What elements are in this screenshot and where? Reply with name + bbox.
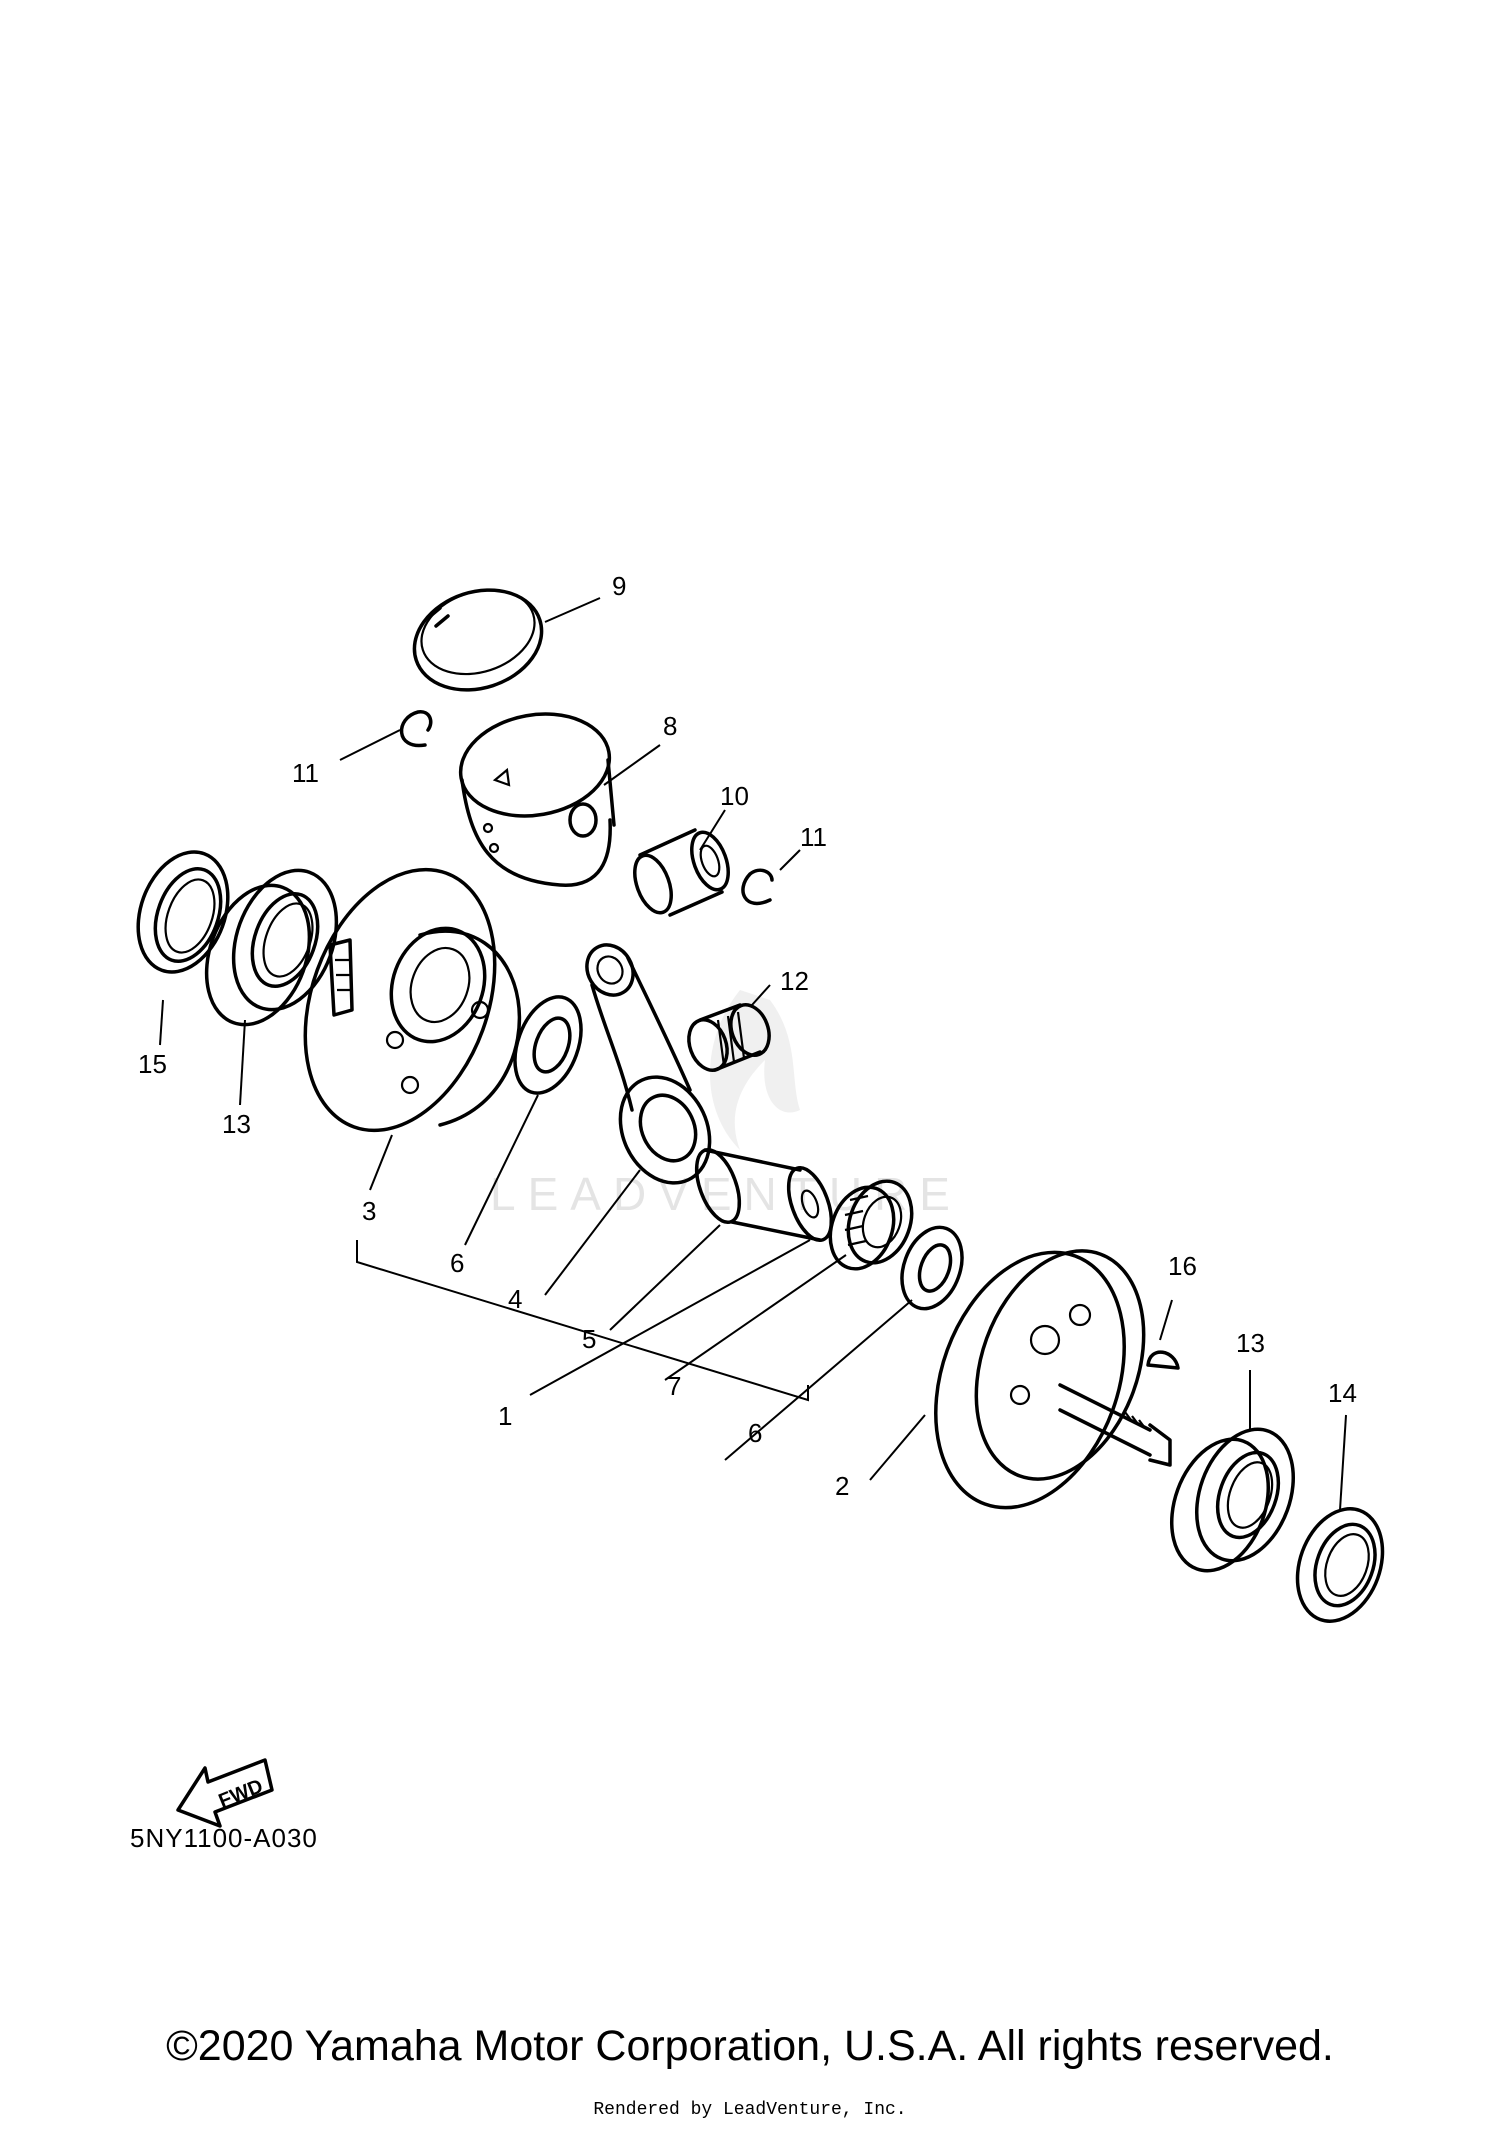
leadventure-watermark: LEADVENTURE [490,990,962,1220]
part-crank-right[interactable] [902,1226,1173,1534]
callout-4: 4 [508,1284,522,1314]
callout-7: 7 [667,1371,681,1401]
part-oil-seal-right[interactable] [1283,1497,1398,1633]
part-piston-pin[interactable] [628,827,736,917]
callout-3: 3 [362,1196,376,1226]
callout-11-lower: 11 [800,822,827,852]
part-circlip-upper[interactable] [399,710,433,748]
fwd-label: FWD [216,1775,266,1812]
part-circlip-lower[interactable] [741,868,774,906]
callout-13-left: 13 [222,1109,251,1139]
callout-11-upper: 11 [292,758,319,788]
part-piston-ring[interactable] [401,574,554,705]
part-crank-pin[interactable] [688,1144,840,1246]
callout-8: 8 [663,711,677,741]
rendered-by-notice: Rendered by LeadVenture, Inc. [593,2100,907,2120]
callout-16: 16 [1168,1251,1197,1281]
part-piston[interactable] [452,703,617,887]
callout-2: 2 [835,1471,849,1501]
callout-10: 10 [720,781,749,811]
diagram-code: 5NY1100-A030 [130,1823,318,1853]
leader-lines [159,597,1347,1511]
copyright-notice: ©2020 Yamaha Motor Corporation, U.S.A. A… [166,2022,1334,2070]
part-big-end-bearing[interactable] [819,1172,922,1277]
fwd-arrow-icon: FWD [176,1758,274,1828]
part-bearing-right[interactable] [1154,1416,1310,1585]
callout-14: 14 [1328,1378,1357,1408]
part-crank-left[interactable] [271,843,529,1157]
part-connecting-rod[interactable] [578,936,726,1197]
callout-12: 12 [780,966,809,996]
part-woodruff-key[interactable] [1146,1350,1180,1370]
callout-labels: 9 8 11 10 11 12 15 13 3 6 4 5 1 7 6 2 16… [138,571,1357,1501]
part-washer-right[interactable] [891,1219,972,1317]
part-oil-seal-left[interactable] [122,839,243,984]
callout-6-right: 6 [748,1418,762,1448]
watermark-text: LEADVENTURE [490,1168,962,1220]
callout-6-left: 6 [450,1248,464,1278]
callout-5: 5 [582,1324,596,1354]
part-washer-left[interactable] [503,988,594,1102]
callout-1: 1 [498,1401,512,1431]
callout-13-right: 13 [1236,1328,1265,1358]
part-small-end-bearing[interactable] [682,999,776,1075]
callout-15: 15 [138,1049,167,1079]
callout-9: 9 [612,571,626,601]
